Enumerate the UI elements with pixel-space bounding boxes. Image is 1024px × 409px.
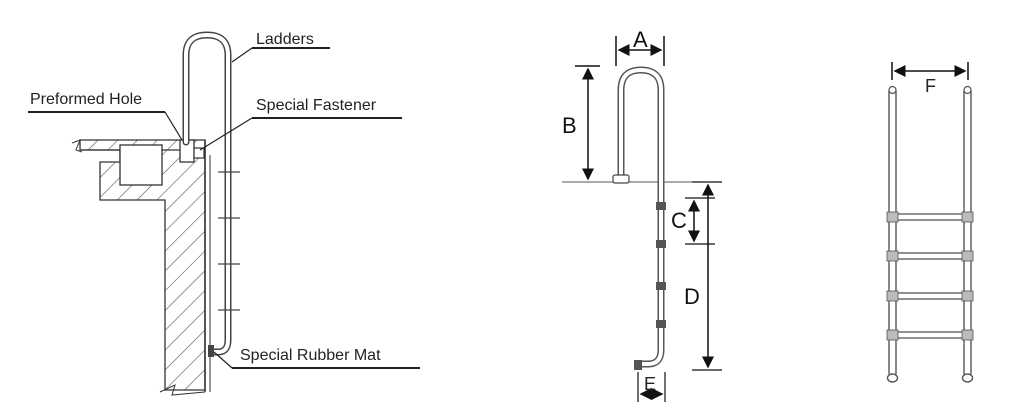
step-marker xyxy=(656,240,666,248)
front-step xyxy=(892,331,969,339)
dim-b: B xyxy=(562,113,577,138)
label-ladders: Ladders xyxy=(256,31,314,48)
dim-e: E xyxy=(644,374,656,394)
front-foot-left xyxy=(886,373,899,383)
front-foot-right xyxy=(961,373,974,383)
dim-a: A xyxy=(633,27,648,52)
label-special-fastener: Special Fastener xyxy=(256,97,377,114)
concrete-wall xyxy=(80,149,206,391)
fastener-plate xyxy=(193,147,205,159)
front-view: F xyxy=(886,62,974,383)
dim-c: C xyxy=(671,208,687,233)
wall-cavity xyxy=(119,144,163,186)
dim-f: F xyxy=(925,76,936,96)
ladder-rail-inner xyxy=(184,32,230,354)
front-step xyxy=(892,213,969,221)
side-rail-inner xyxy=(619,67,663,366)
step-marker xyxy=(656,282,666,290)
rubber-mat xyxy=(208,345,214,357)
label-preformed-hole: Preformed Hole xyxy=(30,91,142,108)
side-view-dimensions: A B C D E xyxy=(562,27,722,402)
step-marker xyxy=(656,202,666,210)
front-step xyxy=(892,292,969,300)
step-marker xyxy=(656,320,666,328)
dim-d: D xyxy=(684,284,700,309)
bottom-pad xyxy=(634,360,642,370)
front-step xyxy=(892,252,969,260)
label-special-rubber-mat: Special Rubber Mat xyxy=(240,347,381,364)
anchor-foot xyxy=(612,174,630,184)
wall-section-view: Ladders Preformed Hole Special Fastener … xyxy=(28,31,420,396)
side-rail-outer xyxy=(617,66,665,368)
